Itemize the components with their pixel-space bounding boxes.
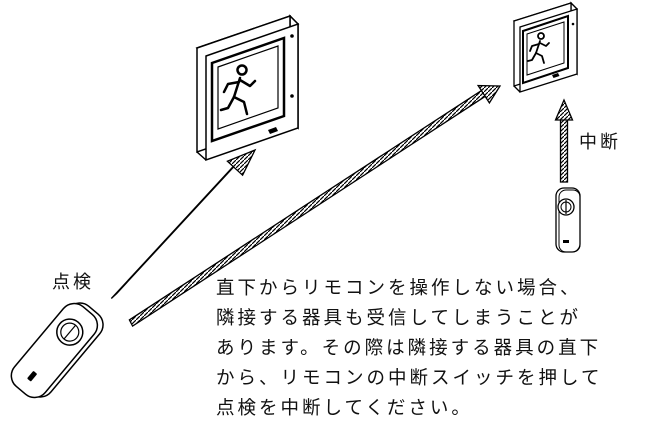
interrupt-label: 中断 [579,132,621,153]
note-line: 点検を中断してください。 [216,398,473,419]
note-line: 隣接する器具も受信してしまうことが [216,308,581,329]
note-line: あります。その際は隣接する器具の直下 [216,338,602,359]
small-remote-control-icon [555,187,581,253]
running-figure-icon [219,64,257,116]
signal-arrow-to-small-sign [128,84,502,328]
small-running-figure-icon [527,32,550,64]
remote-control-icon [10,302,104,399]
note-line: から、リモコンの中断スイッチを押して [216,368,603,389]
note-line: 直下からリモコンを操作しない場合、 [216,278,582,299]
interrupt-arrow [554,98,574,183]
large-exit-sign-icon [195,14,300,162]
small-exit-sign-icon [512,1,579,93]
signal-arrow-to-large-sign [110,148,257,299]
inspect-label: 点検 [52,272,94,293]
instruction-note: 直下からリモコンを操作しない場合、 隣接する器具も受信してしまうことが あります… [216,274,645,441]
